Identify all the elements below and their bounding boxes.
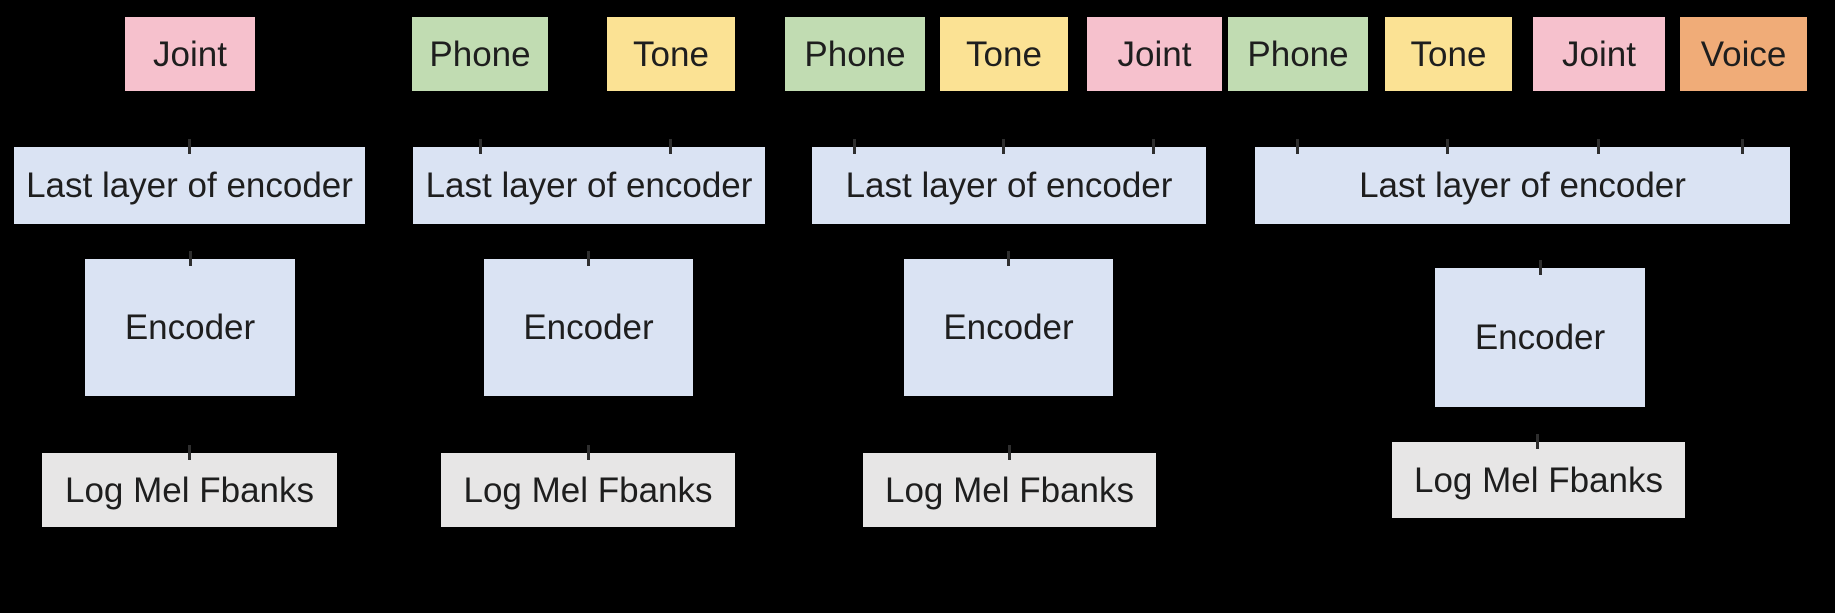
g2-last-layer-text: Last layer of encoder	[425, 166, 753, 205]
arrow-tick	[188, 139, 191, 154]
arrow-tick	[1741, 139, 1744, 154]
g4-label-joint: Joint	[1533, 17, 1665, 91]
arrow-tick	[587, 251, 590, 266]
g1-fbanks-text: Log Mel Fbanks	[64, 470, 315, 510]
g3-encoder-box: Encoder	[904, 251, 1113, 396]
arrow-tick	[1597, 139, 1600, 154]
g2-encoder-box: Encoder	[484, 251, 693, 396]
g4-last-layer-text: Last layer of encoder	[1359, 166, 1686, 205]
g3-encoder-text: Encoder	[943, 308, 1074, 347]
arrow-tick	[1002, 139, 1005, 154]
arrow-tick	[188, 445, 191, 460]
arrow-tick	[587, 445, 590, 460]
g2-last-layer-box: Last layer of encoder	[413, 139, 765, 224]
arrow-tick	[1446, 139, 1449, 154]
g2-fbanks-box: Log Mel Fbanks	[441, 445, 735, 527]
arrow-tick	[1539, 260, 1542, 275]
g2-label-tone: Tone	[607, 17, 735, 91]
g2-label-phone: Phone	[412, 17, 548, 91]
g1-encoder-text: Encoder	[124, 308, 256, 347]
g4-fbanks-box: Log Mel Fbanks	[1392, 434, 1685, 518]
arrow-tick	[853, 139, 856, 154]
g4-fbanks-text: Log Mel Fbanks	[1413, 460, 1664, 500]
g1-label-joint: Joint	[125, 17, 255, 91]
g2-fbanks-text: Log Mel Fbanks	[463, 470, 713, 510]
g3-fbanks-box: Log Mel Fbanks	[863, 445, 1156, 527]
arrow-tick	[189, 251, 192, 266]
g4-label-voice: Voice	[1680, 17, 1807, 91]
g1-encoder-box: Encoder	[85, 251, 295, 396]
g1-fbanks-box: Log Mel Fbanks	[42, 445, 337, 527]
g4-last-layer-box: Last layer of encoder	[1255, 139, 1790, 224]
g4-label-phone: Phone	[1228, 17, 1368, 91]
g3-last-layer-text: Last layer of encoder	[845, 166, 1173, 205]
g2-encoder-text: Encoder	[523, 308, 654, 347]
arrow-tick	[669, 139, 672, 154]
arrow-tick	[1008, 445, 1011, 460]
arrow-tick	[1296, 139, 1299, 154]
g4-encoder-box: Encoder	[1435, 260, 1645, 407]
g3-label-phone: Phone	[785, 17, 925, 91]
g3-fbanks-text: Log Mel Fbanks	[884, 470, 1135, 510]
arrow-tick	[1536, 434, 1539, 449]
g1-last-layer-text: Last layer of encoder	[26, 166, 353, 205]
g3-last-layer-box: Last layer of encoder	[812, 139, 1206, 224]
g3-label-tone: Tone	[940, 17, 1068, 91]
g4-encoder-text: Encoder	[1474, 318, 1606, 357]
arrow-tick	[1007, 251, 1010, 266]
arrow-tick	[479, 139, 482, 154]
g4-label-tone: Tone	[1385, 17, 1512, 91]
arrow-tick	[1152, 139, 1155, 154]
g3-label-joint: Joint	[1087, 17, 1222, 91]
g1-last-layer-box: Last layer of encoder	[14, 139, 365, 224]
